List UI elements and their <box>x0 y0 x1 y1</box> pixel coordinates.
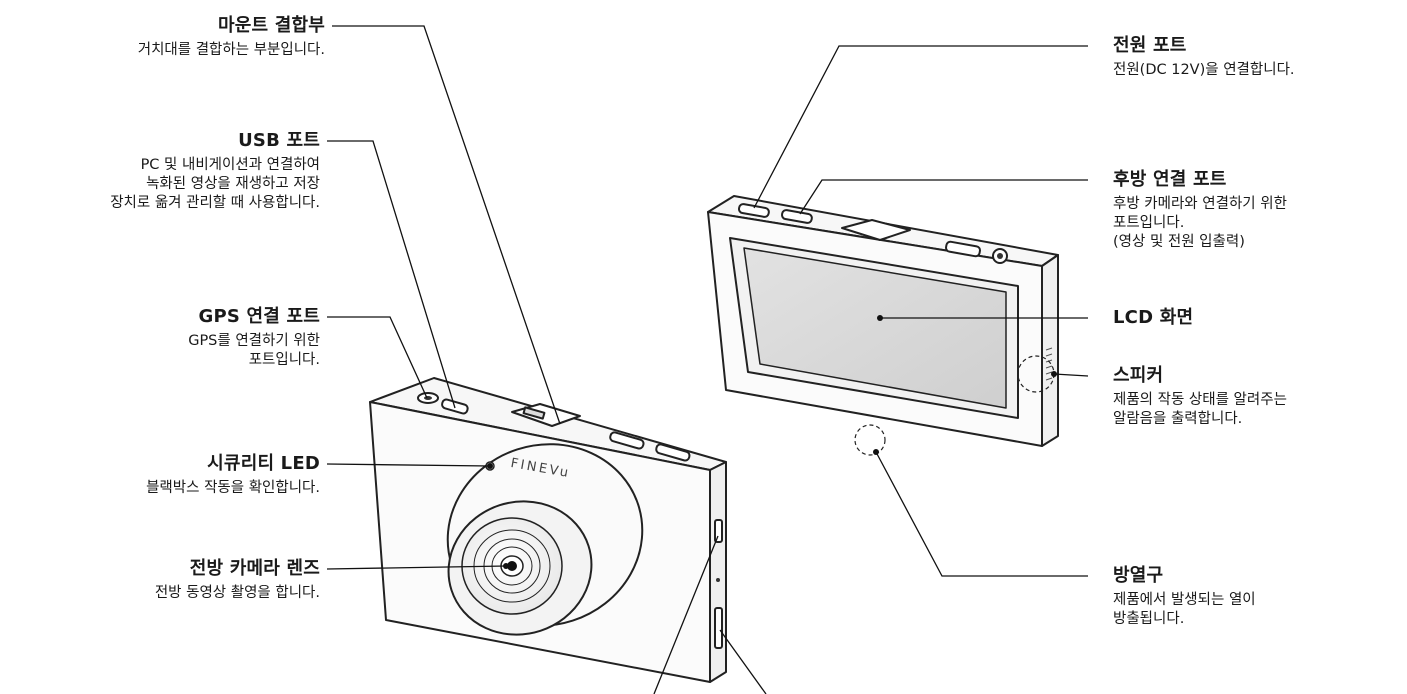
callout-desc: 제품의 작동 상태를 알려주는 <box>1113 391 1287 408</box>
rear-device <box>707 195 1059 456</box>
callout-desc: 전방 동영상 촬영을 합니다. <box>154 584 320 601</box>
callout-desc: 제품에서 발생되는 열이 <box>1113 591 1256 608</box>
callout-vent: 방열구 제품에서 발생되는 열이 방출됩니다. <box>1113 564 1256 629</box>
callout-desc: 후방 카메라와 연결하기 위한 <box>1113 195 1287 212</box>
callout-desc: 포트입니다. <box>248 351 320 368</box>
callout-security-led: 시큐리티 LED 블랙박스 작동을 확인합니다. <box>146 452 320 498</box>
leader-usb <box>327 140 456 409</box>
callout-title: 방열구 <box>1113 565 1164 586</box>
callout-title: 마운트 결합부 <box>217 15 325 36</box>
callout-title: 시큐리티 LED <box>207 453 320 474</box>
leader-power <box>753 45 1088 209</box>
front-device <box>369 377 727 683</box>
leader-led <box>326 463 491 467</box>
callout-desc: 알람음을 출력합니다. <box>1113 410 1243 427</box>
callout-front-lens: 전방 카메라 렌즈 전방 동영상 촬영을 합니다. <box>155 557 320 603</box>
leader-side-button-1 <box>653 535 719 694</box>
leader-side-button-2 <box>719 629 767 694</box>
leader-lines <box>326 25 1089 694</box>
callout-power: 전원 포트 전원(DC 12V)을 연결합니다. <box>1113 34 1295 80</box>
callout-title: GPS 연결 포트 <box>198 306 320 327</box>
lcd-screen <box>743 247 1007 409</box>
callout-title: 전방 카메라 렌즈 <box>189 558 320 579</box>
leader-gps <box>327 316 428 399</box>
callout-desc: 장치로 옮겨 관리할 때 사용합니다. <box>110 195 320 211</box>
leader-rear <box>799 179 1088 215</box>
leader-speaker <box>1053 373 1089 377</box>
callout-title: USB 포트 <box>238 130 320 151</box>
callout-desc: 거치대를 결합하는 부분입니다. <box>137 41 325 58</box>
leader-mount <box>332 25 561 425</box>
leader-lens <box>326 565 507 570</box>
callout-lcd: LCD 화면 <box>1113 306 1193 333</box>
vent-highlight <box>854 424 886 456</box>
callout-desc: 방출됩니다. <box>1113 610 1185 627</box>
callout-desc: PC 및 내비게이션과 연결하여 <box>140 156 320 173</box>
callout-desc: (영상 및 전원 입출력) <box>1113 234 1245 250</box>
callout-usb: USB 포트 PC 및 내비게이션과 연결하여 녹화된 영상을 재생하고 저장 … <box>110 129 320 213</box>
callout-desc: 녹화된 영상을 재생하고 저장 <box>146 175 320 192</box>
callout-title: 스피커 <box>1113 365 1164 386</box>
callout-speaker: 스피커 제품의 작동 상태를 알려주는 알람음을 출력합니다. <box>1113 364 1287 429</box>
callout-desc: 블랙박스 작동을 확인합니다. <box>146 479 320 496</box>
rear-device-side-face <box>1041 254 1059 447</box>
rear-connect-port <box>780 209 813 224</box>
callout-title: 후방 연결 포트 <box>1113 169 1227 190</box>
callout-desc: 전원(DC 12V)을 연결합니다. <box>1113 61 1295 78</box>
callout-gps: GPS 연결 포트 GPS를 연결하기 위한 포트입니다. <box>188 305 320 370</box>
callout-title: 전원 포트 <box>1113 35 1187 56</box>
callout-desc: 포트입니다. <box>1113 214 1185 231</box>
leader-vent <box>875 451 1088 577</box>
callout-rear-port: 후방 연결 포트 후방 카메라와 연결하기 위한 포트입니다. (영상 및 전원… <box>1113 168 1287 252</box>
callout-desc: GPS를 연결하기 위한 <box>188 332 320 349</box>
callout-title: LCD 화면 <box>1113 307 1194 328</box>
callout-mount: 마운트 결합부 거치대를 결합하는 부분입니다. <box>138 14 325 60</box>
